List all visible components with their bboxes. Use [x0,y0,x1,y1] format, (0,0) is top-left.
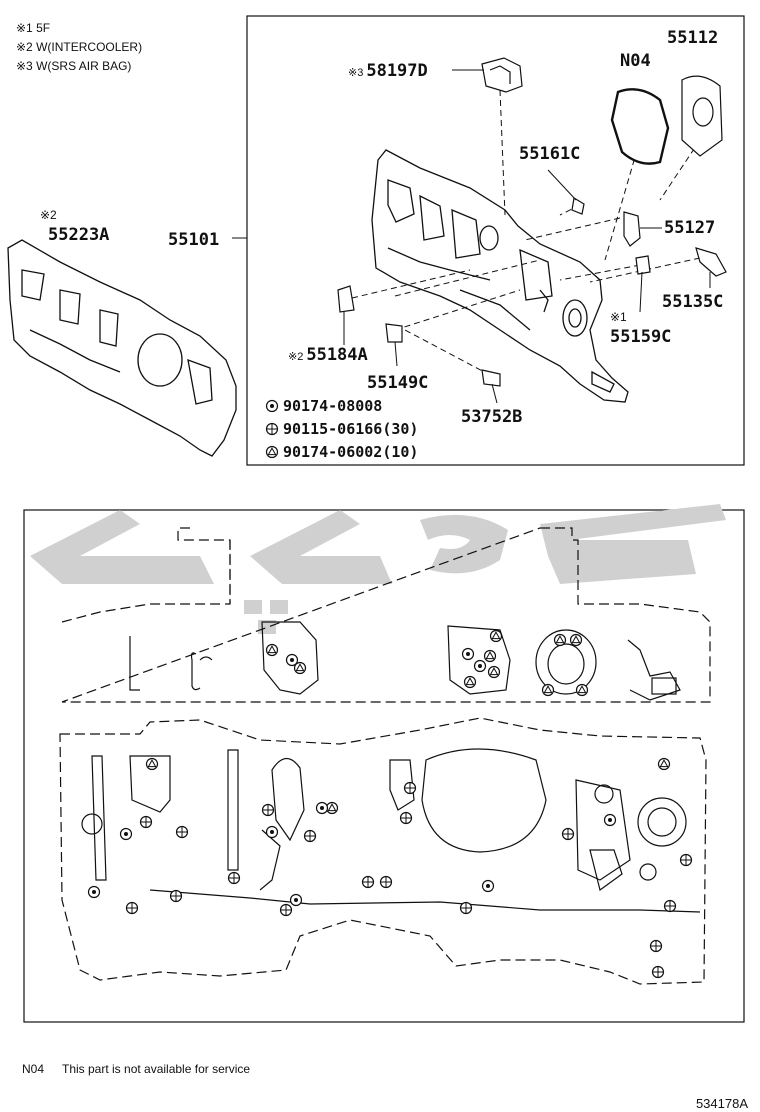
fastener-code-dot[interactable]: 90174-08008 [283,397,382,415]
lower-panel-features [81,748,701,913]
top-left-notes: ※1 5F ※2 W(INTERCOOLER) ※3 W(SRS AIR BAG… [16,21,142,73]
legend-symbols [265,399,279,459]
callout-53752B[interactable]: 53752B [461,407,522,427]
callout-55159C-mark: ※1 [610,310,627,324]
note-2: ※2 W(INTERCOOLER) [16,40,142,54]
note-3: ※3 W(SRS AIR BAG) [16,59,131,73]
fastener-symbol-dot-icon [265,399,279,413]
fastener-code-cross[interactable]: 90115-06166(30) [283,420,418,438]
callout-55135C[interactable]: 55135C [662,292,723,312]
callout-55101[interactable]: 55101 [168,230,219,250]
callout-55161C[interactable]: 55161C [519,144,580,164]
callout-55112[interactable]: 55112 [667,28,718,48]
dash-panel-drawing [371,149,629,403]
upper-panel-features [129,621,681,701]
fastener-symbol-cross-icon [265,422,279,436]
fastener-legend: 90174-08008 90115-06166(30) 90174-06002(… [283,397,418,461]
footnote-text: This part is not available for service [62,1062,250,1076]
fastener-symbol-triangle-icon [265,445,279,459]
callout-leaders [343,69,711,404]
callout-55159C[interactable]: 55159C [610,327,671,347]
callout-55223A-mark: ※2 [40,208,57,222]
footnote-code: N04 [22,1062,44,1076]
lower-panel-outline [59,717,707,985]
fastener-markers [87,629,693,979]
callout-N04[interactable]: N04 [620,51,651,71]
callout-55149C[interactable]: 55149C [367,373,428,393]
detail-view-frame [23,509,745,1023]
callout-55223A[interactable]: 55223A [48,225,109,245]
footnote: N04 This part is not available for servi… [22,1062,250,1076]
fastener-code-triangle[interactable]: 90174-06002(10) [283,443,418,461]
upper-panel-outline [61,527,711,703]
note-1: ※1 5F [16,21,50,35]
watermark [30,504,726,634]
diagram-id: 534178A [696,1096,748,1111]
small-parts [337,57,727,387]
loose-insulator-drawing [7,239,237,457]
callout-55127[interactable]: 55127 [664,218,715,238]
exploded-view-frame [246,15,745,466]
